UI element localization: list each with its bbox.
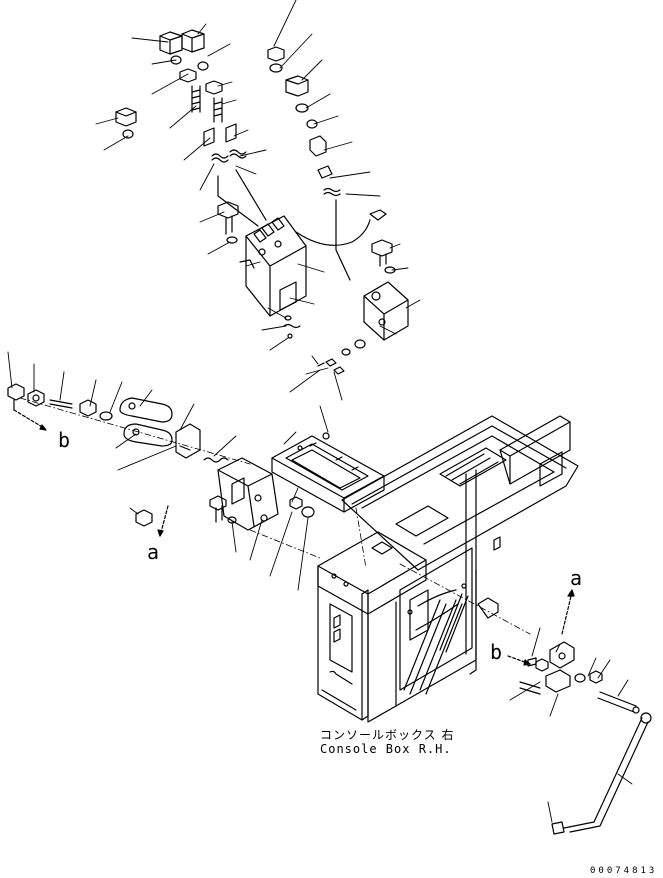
left-switch-block xyxy=(218,202,386,338)
right-switch-chain xyxy=(268,47,395,280)
left-switch-chain xyxy=(116,30,266,226)
right-linkage xyxy=(508,590,651,834)
callout-b-right: b xyxy=(490,640,503,664)
caption-english: Console Box R.H. xyxy=(320,742,452,756)
leader-lines-left xyxy=(8,352,236,514)
mounting-bracket xyxy=(210,458,314,530)
callout-a-right: a xyxy=(570,566,583,590)
center-lines-body xyxy=(356,508,530,634)
leader-lines-bracket xyxy=(232,488,320,590)
callout-b-left: b xyxy=(58,428,71,452)
leader-lines-right xyxy=(510,628,632,822)
console-box-body xyxy=(318,416,578,722)
callout-a-left: a xyxy=(147,540,160,564)
left-linkage xyxy=(8,384,250,536)
leader-lines-top xyxy=(96,0,420,400)
right-switch-block xyxy=(318,282,408,374)
document-number: 00074813 xyxy=(590,866,658,876)
leader-lines-tray xyxy=(284,406,328,444)
console-tray xyxy=(272,433,384,512)
caption-japanese: コンソールボックス 右 xyxy=(320,728,455,742)
